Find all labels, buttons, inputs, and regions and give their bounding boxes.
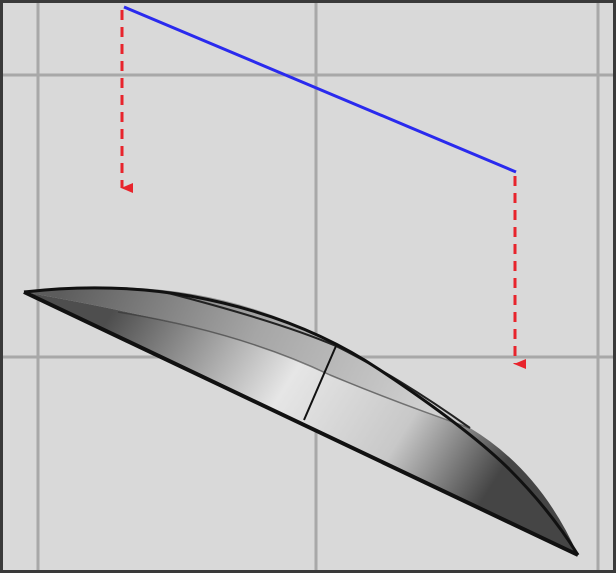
surface-outline-bottom <box>23 290 579 557</box>
profile-line <box>123 5 517 174</box>
projection-arrows <box>120 10 526 369</box>
surface-cross-edge <box>303 345 337 421</box>
grid <box>3 3 613 570</box>
surface-outline-top <box>23 286 580 556</box>
curved-surface <box>23 286 580 557</box>
surface-inner-edge-lower <box>117 311 471 429</box>
surface-top-face <box>24 287 578 555</box>
